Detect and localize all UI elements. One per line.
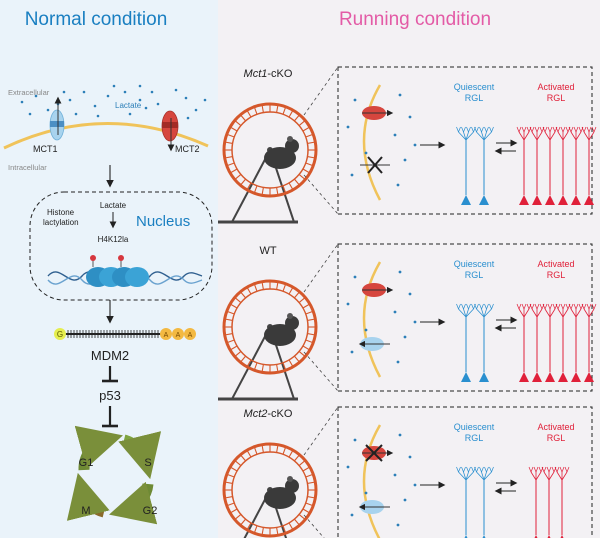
mrna-icon	[54, 328, 196, 340]
running-wheel-icon-3	[222, 442, 318, 538]
phase-m-label: M	[81, 505, 90, 517]
quiescent-label-2: Quiescent	[454, 259, 495, 269]
polya-a2: A	[176, 332, 181, 339]
mct2-label: MCT2	[175, 144, 200, 154]
mrna-cap-label: G	[57, 330, 63, 339]
detail-box-2	[337, 243, 593, 392]
transporter-panel-2	[346, 261, 417, 378]
running-wheel-icon-2	[218, 279, 318, 401]
activated-rgl-cells-3	[528, 466, 570, 538]
running-condition-rows: Mct1-cKOQuiescentRGLActivatedRGLWTQuiesc…	[218, 66, 597, 538]
nucleus-label: Nucleus	[136, 213, 190, 230]
quiescent-rgl-cells-1	[456, 126, 494, 205]
extracellular-label: Extracellular	[8, 88, 50, 97]
activated-rgl-cells-2	[516, 303, 597, 382]
h4k12la-label: H4K12la	[98, 235, 129, 244]
genotype-label-2: WT	[259, 245, 276, 257]
transporter-panel-3	[346, 424, 417, 538]
quiescent-rgl-cells-3	[456, 466, 494, 538]
polya-a3: A	[188, 332, 193, 339]
quiescent-rgl-label-1: RGL	[465, 93, 484, 103]
activated-label-3: Activated	[537, 422, 574, 432]
left-panel-title: Normal condition	[25, 9, 168, 30]
activated-rgl-label-1: RGL	[547, 93, 566, 103]
chromatin-icon	[47, 255, 203, 287]
activated-rgl-label-2: RGL	[547, 270, 566, 280]
phase-g2-label: G2	[143, 505, 158, 517]
phase-g1-label: G1	[79, 457, 94, 469]
activated-label-1: Activated	[537, 82, 574, 92]
quiescent-rgl-label-2: RGL	[465, 270, 484, 280]
quiescent-label-1: Quiescent	[454, 82, 495, 92]
nucleus-boundary	[29, 191, 213, 301]
histone-lactylation-label-line1: Histone	[47, 208, 75, 217]
running-wheel-icon-1	[218, 102, 318, 224]
mdm2-inhibits-p53	[102, 366, 118, 383]
phase-s-label: S	[144, 457, 151, 469]
right-panel-background	[218, 0, 600, 538]
mct1-transporter	[49, 96, 65, 141]
histone-lactylation-label-line2: lactylation	[43, 218, 79, 227]
mct1-label: MCT1	[33, 144, 58, 154]
quiescent-label-3: Quiescent	[454, 422, 495, 432]
lactate-dots	[20, 84, 207, 120]
activated-rgl-cells-1	[516, 126, 597, 205]
polya-a1: A	[164, 332, 169, 339]
intracellular-label: Intracellular	[8, 163, 47, 172]
transporter-panel-1	[346, 84, 417, 201]
lactate-label: Lactate	[115, 101, 142, 110]
activated-label-2: Activated	[537, 259, 574, 269]
detail-box-3	[337, 406, 593, 538]
cell-membrane	[3, 122, 209, 150]
mdm2-label: MDM2	[91, 348, 129, 363]
activated-rgl-label-3: RGL	[547, 433, 566, 443]
detail-box-1	[337, 66, 593, 215]
p53-label: p53	[99, 388, 121, 403]
quiescent-rgl-cells-2	[456, 303, 494, 382]
nucleus-lactate-label: Lactate	[100, 201, 127, 210]
mct2-transporter	[161, 110, 179, 152]
right-panel-title: Running condition	[339, 9, 491, 30]
genotype-label-1: Mct1-cKO	[244, 68, 293, 80]
cell-cycle-diagram	[66, 425, 162, 525]
genotype-label-3: Mct2-cKO	[244, 408, 293, 420]
quiescent-rgl-label-3: RGL	[465, 433, 484, 443]
